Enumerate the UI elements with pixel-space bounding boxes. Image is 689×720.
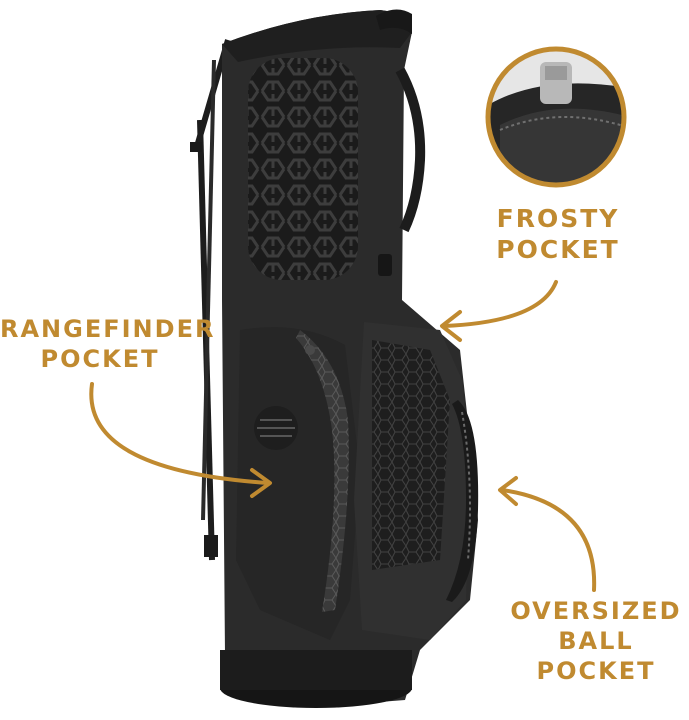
stand-legs [190,39,231,561]
ball-pocket-label: OVERSIZED BALL POCKET [496,596,689,686]
frosty-arrow [440,280,558,342]
rangefinder-pocket [236,327,360,640]
grip-panel [248,58,358,280]
rangefinder-pocket-label: RANGEFINDER POCKET [0,314,216,374]
frosty-pocket-label-line1: FROSTY [496,204,620,233]
ball-arrow [498,476,597,592]
ball-pocket [446,400,479,602]
rangefinder-pocket-label-line1: RANGEFINDER [0,315,216,343]
mesh-pocket [354,322,470,640]
frosty-pocket-label-line2: POCKET [496,235,620,265]
frosty-pocket-label: FROSTY POCKET [488,203,628,266]
frosty-pocket-inset [485,46,627,188]
rangefinder-pocket-label-line2: POCKET [40,345,160,373]
rangefinder-arrow [89,382,272,498]
bag-base [220,650,412,708]
ball-pocket-label-line2: BALL POCKET [536,627,656,685]
ball-pocket-label-line1: OVERSIZED [510,597,682,625]
